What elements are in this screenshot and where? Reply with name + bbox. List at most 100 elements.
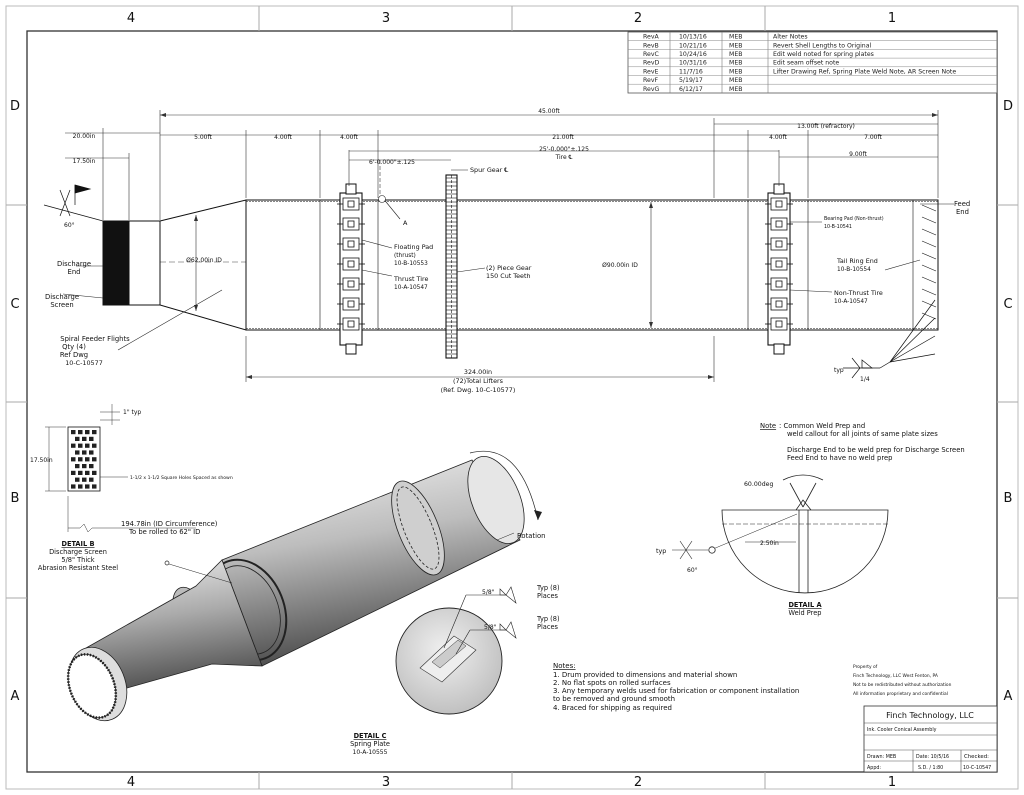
- kiln-elevation-view: [102, 160, 939, 359]
- callout-feed-end-2: End: [956, 208, 969, 216]
- rev-by-cell: MEB: [729, 60, 743, 67]
- rev-date-cell: 10/24/16: [679, 51, 707, 58]
- detail-a-dim: 2.50in: [760, 540, 779, 547]
- property-l2: Finch Technology, LLC West Fenton, PA: [853, 673, 938, 679]
- note-4: 4. Braced for shipping as required: [553, 704, 672, 712]
- zone-ticks: [6, 6, 1018, 789]
- detail-a: 60.00deg 2.50in typ 60° DETAIL A Weld Pr…: [656, 474, 889, 617]
- detail-b-title: DETAIL B: [61, 540, 94, 548]
- dim-tire-tire: 25'-0.000"±.125: [539, 146, 589, 153]
- weld-typ-right: typ: [834, 367, 844, 374]
- rev-by-cell: MEB: [729, 68, 743, 75]
- weld-symbol-discharge: [43, 184, 104, 222]
- zone-row-right-1: D: [1003, 99, 1013, 114]
- detail-c-typ1b: Places: [537, 592, 559, 600]
- callout-floating-pad-3: 10-B-10553: [394, 261, 428, 267]
- rev-desc-cell: Revert Shell Lengths to Original: [773, 42, 871, 49]
- dim-9ft: 9.00ft: [849, 151, 867, 158]
- rev-rev-cell: RevF: [643, 77, 658, 84]
- callout-discharge-screen-2: Screen: [50, 301, 73, 309]
- detail-c-typ2: Typ (8): [536, 615, 560, 623]
- callout-piece-gear-2: 150 Cut Teeth: [486, 272, 531, 280]
- zone-col-bottom-4: 1: [888, 775, 896, 790]
- dimension-lines: [65, 110, 939, 382]
- callout-tail-ring-2: 10-B-10554: [837, 267, 871, 273]
- callout-a: A: [403, 219, 408, 227]
- detail-a-angle2: 60°: [687, 567, 698, 574]
- callout-bearing-pad-2: 10-B-10541: [824, 224, 852, 230]
- title-block: Finch Technology, LLC Ink. Cooler Conica…: [863, 705, 998, 773]
- title-company: Finch Technology, LLC: [886, 711, 974, 720]
- callout-thrust-tire: Thrust Tire: [393, 275, 428, 283]
- zone-row-right-2: C: [1003, 297, 1012, 312]
- non-thrust-tire-shape: [765, 183, 793, 355]
- detail-a-title: DETAIL A: [788, 601, 822, 609]
- rev-rev-cell: RevB: [643, 42, 659, 49]
- weld-symbol-feed: [843, 299, 936, 379]
- zone-row-right-4: A: [1004, 689, 1013, 704]
- zone-row-left-4: A: [11, 689, 20, 704]
- rev-date-cell: 10/21/16: [679, 42, 707, 49]
- callout-tail-ring: Tail Ring End: [836, 257, 878, 265]
- spur-gear-centerline: Spur Gear ℄: [470, 166, 509, 174]
- property-l1: Property of: [853, 664, 878, 670]
- lifters-length: 324.00in: [464, 368, 492, 376]
- dim-7ft: 7.00ft: [864, 134, 882, 141]
- title-checked: Checked:: [964, 754, 989, 760]
- rev-desc-cell: Lifter Drawing Ref, Spring Plate Weld No…: [773, 68, 956, 75]
- detail-b-circ-2: To be rolled to 62" ID: [128, 528, 200, 536]
- dim-5ft: 5.00ft: [194, 134, 212, 141]
- callout-bearing-pad: Bearing Pad (Non-thrust): [824, 216, 884, 222]
- dim-overall: 45.00ft: [538, 108, 560, 115]
- dim-62in: Ø62.00in ID: [186, 257, 222, 264]
- detail-a-typ: typ: [656, 547, 666, 555]
- detail-c: 5/8" 5/8" Typ (8) Places Typ (8) Places …: [350, 584, 559, 756]
- note-3: 3. Any temporary welds used for fabricat…: [553, 687, 799, 695]
- weld-note-label: Note: [760, 422, 776, 430]
- rev-desc-cell: Edit seam offset note: [773, 60, 839, 67]
- detail-a-angle: 60.00deg: [744, 481, 773, 488]
- title-drawing-number: 10-C-10547: [963, 765, 991, 771]
- rev-by-cell: MEB: [729, 86, 743, 93]
- detail-c-weld1: 5/8": [482, 589, 495, 596]
- discharge-screen-shape: [102, 220, 130, 306]
- rev-date-cell: 6/12/17: [679, 86, 703, 93]
- callout-discharge-end: Discharge: [57, 260, 91, 268]
- feed-end-lifters: [921, 204, 937, 320]
- zone-col-bottom-1: 4: [127, 775, 135, 790]
- title-size-scale: S.D. / 1:80: [918, 765, 943, 771]
- thrust-tire-shape: [337, 183, 365, 355]
- callout-thrust-tire-2: 10-A-10547: [394, 285, 428, 291]
- notes-title: Notes:: [553, 662, 576, 670]
- dim-4ft-a: 4.00ft: [274, 134, 292, 141]
- general-notes: Notes: 1. Drum provided to dimensions an…: [553, 662, 799, 712]
- dim-refractory: 13.00ft (refractory): [797, 123, 855, 130]
- zone-col-top-4: 1: [888, 11, 896, 26]
- callout-non-thrust-tire: Non-Thrust Tire: [834, 289, 883, 297]
- title-description: Ink. Cooler Conical Assembly: [867, 727, 937, 733]
- rev-rev-cell: RevE: [643, 68, 658, 75]
- isometric-view: Rotation: [66, 450, 545, 722]
- zone-col-top-2: 3: [382, 11, 390, 26]
- property-l4: All information proprietary and confiden…: [853, 691, 948, 697]
- zone-col-bottom-2: 3: [382, 775, 390, 790]
- callout-floating-pad: Floating Pad: [394, 243, 433, 251]
- rev-desc-cell: Edit weld noted for spring plates: [773, 51, 874, 58]
- detail-c-sub1: Spring Plate: [350, 740, 390, 748]
- detail-c-sub2: 10-A-10555: [353, 749, 388, 756]
- detail-b-circ: 194.78in (ID Circumference): [121, 520, 218, 528]
- zone-labels: 4 3 2 1 4 3 2 1 D C B A D C B A: [10, 11, 1013, 790]
- zone-col-top-3: 2: [634, 11, 642, 26]
- weld-note: Note : Common Weld Prep and weld callout…: [760, 422, 965, 462]
- tire-centerline: Tire ℄: [555, 154, 573, 161]
- zone-col-bottom-3: 2: [634, 775, 642, 790]
- rev-desc-cell: Alter Notes: [773, 34, 808, 41]
- title-appd: Appd:: [867, 765, 881, 771]
- note-3b: to be removed and ground smooth: [553, 695, 675, 703]
- detail-b-holes: 1-1/2 x 1-1/2 Square Holes Spaced as sho…: [130, 475, 233, 481]
- rev-rev-cell: RevA: [643, 34, 659, 41]
- weld-note-l4: Feed End to have no weld prep: [787, 454, 892, 462]
- callout-spiral-ref: Ref Dwg: [60, 351, 88, 359]
